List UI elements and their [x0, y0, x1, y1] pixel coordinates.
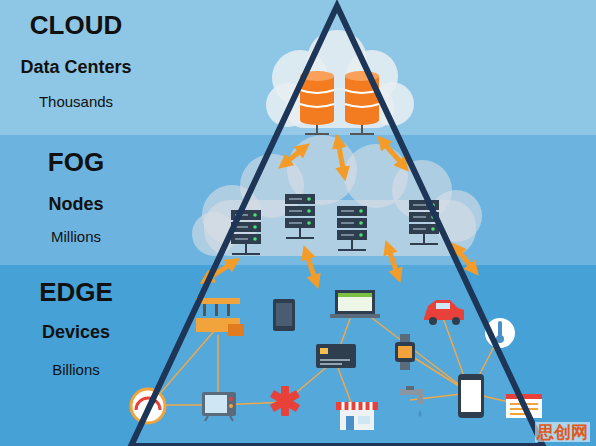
- car-icon: [452, 317, 460, 325]
- shop-icon: [343, 402, 371, 410]
- machine-icon: [203, 304, 206, 316]
- tier-count: Millions: [0, 228, 152, 246]
- tier-subtitle: Data Centers: [0, 56, 152, 78]
- phone-icon: [458, 374, 484, 418]
- tier-count: Billions: [0, 361, 152, 379]
- tier-subtitle: Devices: [0, 321, 152, 343]
- tier-title: CLOUD: [0, 10, 152, 41]
- car-icon: [424, 300, 464, 325]
- shop-icon: [336, 402, 378, 430]
- watch-icon: [398, 346, 412, 358]
- watermark: 思创网: [535, 422, 590, 442]
- fog-cloud: [192, 135, 482, 256]
- shop-icon: [340, 410, 374, 430]
- monitor-icon: [229, 397, 233, 401]
- tier-count: Thousands: [0, 93, 152, 111]
- pyramid-outline: [131, 6, 543, 446]
- screen-icon: [506, 394, 542, 399]
- card-icon: [316, 344, 356, 368]
- faucet-icon: [400, 392, 420, 404]
- monitor-icon: [202, 392, 236, 421]
- band-ground: [0, 135, 596, 265]
- data-arrow: [388, 247, 398, 276]
- faucet-icon: [406, 386, 414, 390]
- medical-icon: [270, 386, 300, 416]
- laptop-icon: [330, 290, 380, 318]
- card-icon: [320, 348, 328, 354]
- medical-icon: [270, 390, 300, 412]
- server-icon: [231, 194, 439, 254]
- laptop-icon: [335, 290, 375, 314]
- monitor-icon: [205, 395, 227, 413]
- laptop-icon: [330, 314, 380, 318]
- watch-icon: [395, 342, 415, 362]
- machine-icon: [196, 298, 244, 336]
- phone-icon: [461, 380, 481, 412]
- shop-icon: [336, 402, 378, 410]
- card-icon: [316, 344, 356, 368]
- car-icon: [429, 317, 437, 325]
- server-icon: [285, 194, 315, 238]
- tier-title: EDGE: [0, 277, 152, 308]
- band-label-column: CLOUD Data CentersThousands: [0, 0, 152, 111]
- laptop-icon: [338, 293, 372, 297]
- machine-icon: [227, 304, 230, 316]
- band-label-column: EDGE DevicesBillions: [0, 265, 152, 379]
- server-icon: [337, 206, 367, 250]
- database-icon: [300, 71, 379, 134]
- laptop-icon: [338, 293, 372, 311]
- data-arrow: [306, 252, 316, 282]
- monitor-icon: [229, 404, 233, 408]
- machine-icon: [228, 324, 244, 336]
- data-arrow: [338, 141, 344, 174]
- tier-subtitle: Nodes: [0, 193, 152, 215]
- server-icon: [409, 200, 439, 244]
- device-link: [150, 305, 522, 413]
- car-icon: [424, 300, 464, 320]
- device-link: [150, 305, 522, 413]
- medical-icon: [270, 390, 300, 412]
- data-arrow: [284, 148, 304, 164]
- pyramid-fill: [131, 6, 543, 446]
- shop-icon: [346, 416, 354, 430]
- card-icon: [320, 360, 350, 364]
- car-icon: [436, 303, 450, 309]
- faucet-icon: [400, 386, 422, 417]
- thermometer-icon: [498, 321, 502, 337]
- shop-icon: [358, 416, 370, 424]
- watch-icon: [395, 334, 415, 370]
- monitor-icon: [202, 392, 236, 416]
- machine-icon: [215, 304, 218, 316]
- tablet-icon: [273, 299, 295, 331]
- tier-title: FOG: [0, 147, 152, 178]
- watermark-box: 思创网: [535, 421, 590, 444]
- phone-icon: [458, 374, 484, 418]
- tablet-icon: [273, 299, 295, 331]
- faucet-icon: [419, 410, 422, 417]
- tablet-icon: [276, 303, 292, 326]
- monitor-icon: [205, 416, 233, 421]
- band-ground: [0, 0, 596, 135]
